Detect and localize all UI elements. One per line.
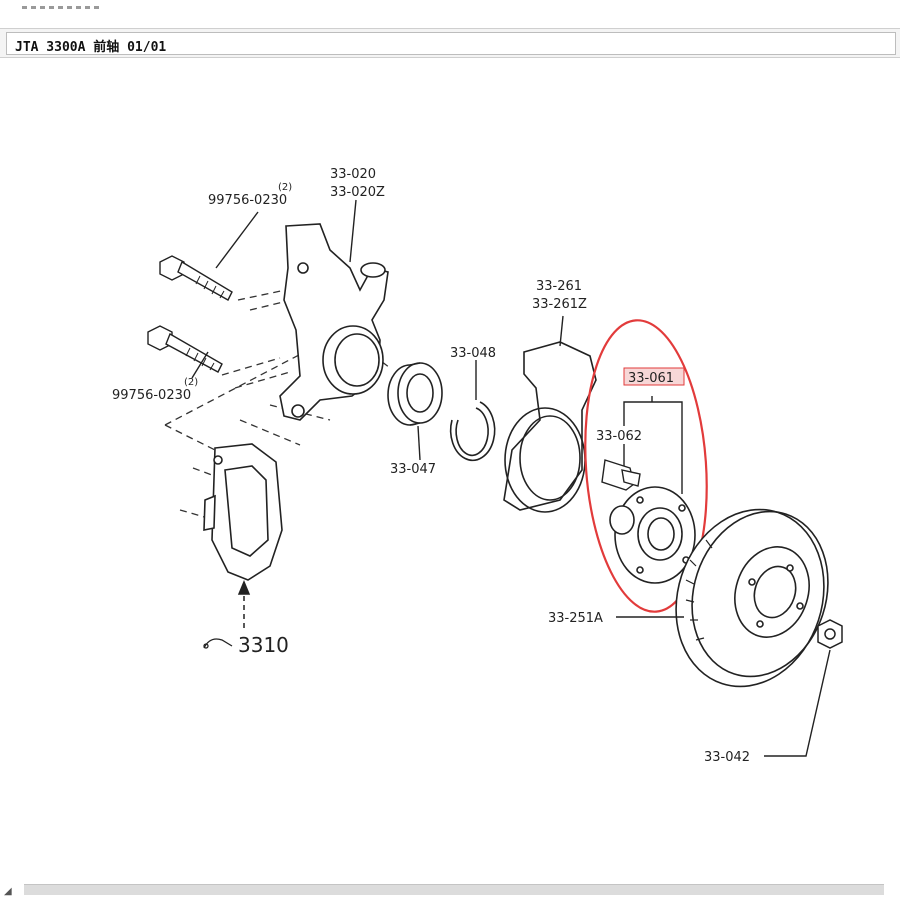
window-top-strip [0,0,900,27]
label-caliper: 3310 [238,633,289,657]
parts-diagram: (2) 99756-0230 33-020 33-020Z (2) 99756-… [112,167,843,765]
brake-disc [675,508,829,688]
label-hub-assembly-box [623,367,685,386]
wheel-hub [609,486,696,584]
label-shield-b: 33-261Z [532,297,587,312]
snap-ring [449,401,496,462]
label-bolt-bottom: 99756-0230 [112,388,191,403]
brake-caliper [203,443,283,581]
label-brake-disc: 33-251A [548,611,603,626]
resize-grip-icon: ◢ [4,886,12,897]
top-strip-mark [22,6,100,9]
label-hub-nut: 33-042 [704,750,750,765]
highlight-ring [584,319,708,613]
label-knuckle-a: 33-020 [330,167,376,182]
bolt-lower [147,325,223,373]
label-hub-assembly: 33-061 [628,371,674,386]
caliper-arrow [237,580,251,628]
title-field: JTA 3300A 前轴 01/01 [6,32,896,55]
label-snap-ring: 33-048 [450,346,496,361]
page-title: JTA 3300A 前轴 01/01 [15,40,167,55]
caliper-callout-icon [203,638,233,649]
leader-lines [191,199,831,757]
label-bolt-top-qty: (2) [278,182,292,193]
wheel-bearing [387,362,443,426]
horizontal-scrollbar[interactable] [24,884,884,895]
hub-nut [817,619,843,649]
label-bolt-top: 99756-0230 [208,193,287,208]
steering-knuckle [279,223,389,421]
bolt-upper [159,255,233,301]
header-bar: JTA 3300A 前轴 01/01 [0,28,900,58]
label-bearing: 33-047 [390,462,436,477]
hub-bolt [601,459,641,491]
dust-shield [503,341,597,513]
label-hub-bolt: 33-062 [596,429,642,444]
label-shield-a: 33-261 [536,279,582,294]
label-bolt-bottom-qty: (2) [184,377,198,388]
label-knuckle-b: 33-020Z [330,185,385,200]
